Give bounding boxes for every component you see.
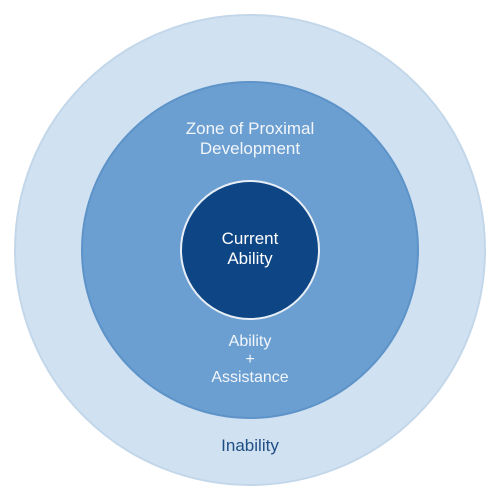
current-ability-ring	[180, 180, 320, 320]
inability-label: Inability	[221, 436, 279, 455]
current-ability-label: Current Ability	[221, 229, 279, 269]
ability-plus-assistance-label: Ability + Assistance	[211, 333, 289, 386]
zone-of-proximal-development-label: Zone of Proximal Development	[185, 119, 315, 159]
